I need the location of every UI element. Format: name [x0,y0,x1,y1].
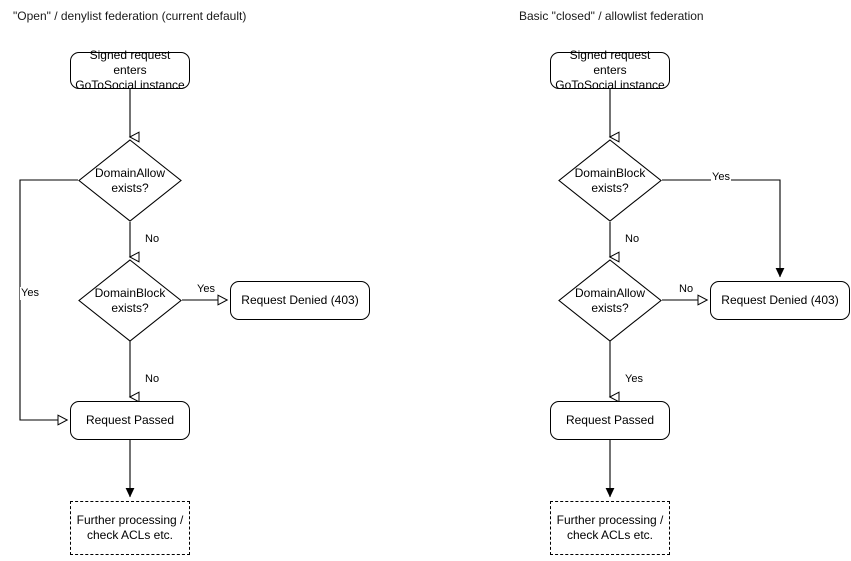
decision-domain-allow-left: DomainAllow exists? [78,139,182,222]
edge-label-left-block-no: No [144,373,161,386]
node-further-processing-right: Further processing / check ACLs etc. [550,501,670,555]
decision-domain-block-right-label: DomainBlock exists? [574,165,646,195]
node-request-denied-right: Request Denied (403) [710,281,850,320]
node-request-denied-left: Request Denied (403) [230,281,370,320]
node-entry-left-label: Signed request enters GoToSocial instanc… [75,48,185,92]
diamond-shape [78,139,182,222]
node-entry-right-label: Signed request enters GoToSocial instanc… [555,48,665,92]
decision-domain-block-left: DomainBlock exists? [78,259,182,342]
edge-label-right-block-yes: Yes [711,171,731,184]
node-further-processing-left-label: Further processing / check ACLs etc. [76,513,184,542]
edge-label-right-allow-yes: Yes [624,373,644,386]
decision-domain-allow-right: DomainAllow exists? [558,259,662,342]
column-heading-open-denylist: "Open" / denylist federation (current de… [13,9,247,23]
decision-domain-block-left-label: DomainBlock exists? [94,285,166,315]
node-entry-right: Signed request enters GoToSocial instanc… [550,48,670,92]
decision-domain-allow-left-label: DomainAllow exists? [94,165,166,195]
decision-domain-block-right: DomainBlock exists? [558,139,662,222]
node-further-processing-right-label: Further processing / check ACLs etc. [556,513,664,542]
node-request-passed-right: Request Passed [550,401,670,440]
node-request-denied-left-label: Request Denied (403) [241,293,359,307]
diamond-shape [558,259,662,342]
node-further-processing-left: Further processing / check ACLs etc. [70,501,190,555]
node-request-passed-left: Request Passed [70,401,190,440]
node-request-passed-right-label: Request Passed [565,413,655,427]
edge-label-right-allow-no: No [678,283,695,296]
node-request-denied-right-label: Request Denied (403) [721,293,839,307]
node-entry-left: Signed request enters GoToSocial instanc… [70,48,190,92]
edge-label-right-block-no: No [624,233,641,246]
decision-domain-allow-right-label: DomainAllow exists? [574,285,646,315]
edge-label-left-allow-yes: Yes [20,287,40,300]
diamond-shape [558,139,662,222]
edge-label-left-block-yes: Yes [196,283,216,296]
node-request-passed-left-label: Request Passed [85,413,175,427]
diamond-shape [78,259,182,342]
column-heading-closed-allowlist: Basic "closed" / allowlist federation [519,9,704,23]
edge-label-left-allow-no: No [144,233,161,246]
